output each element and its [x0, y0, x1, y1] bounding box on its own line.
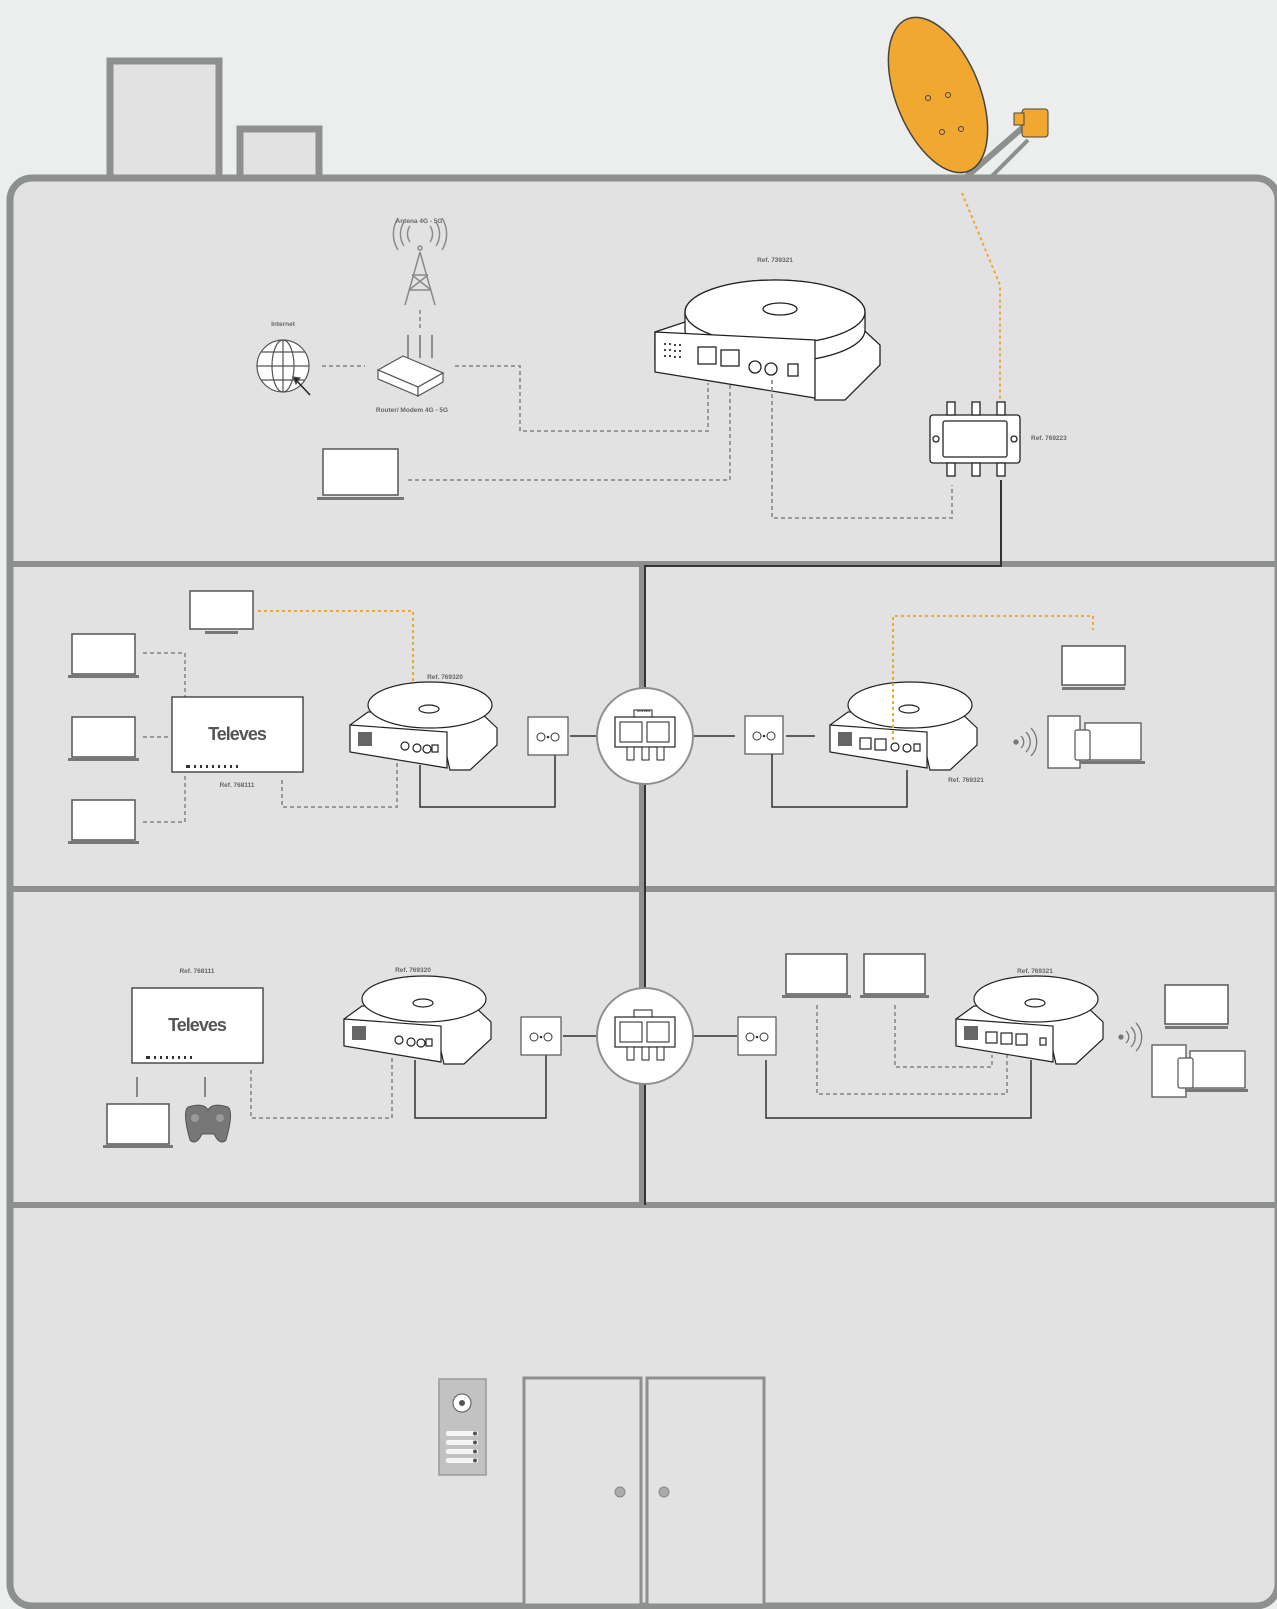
splitter-icon: Televes: [597, 688, 693, 784]
laptop-icon: [68, 717, 139, 761]
brand-logo: Televes: [168, 1015, 227, 1035]
gateway-top-ref: Ref. 739321: [757, 257, 793, 264]
chimney-left: [110, 61, 219, 181]
adapter-f2-right-ref: Ref. 769321: [1017, 968, 1053, 975]
laptop-icon: [860, 954, 929, 998]
wall-outlet-icon: [738, 1017, 776, 1055]
antenna-label: Antena 4G - 5G: [396, 218, 443, 225]
switch-f1-ref: Ref. 768111: [219, 782, 254, 789]
multiswitch-ref: Ref. 769223: [1031, 435, 1067, 442]
chimney-right: [240, 129, 319, 181]
laptop-icon: [103, 1104, 173, 1148]
internet-label: Internet: [271, 321, 296, 328]
satellite-dish-icon: [868, 3, 1048, 187]
wall-outlet-icon: [521, 1017, 561, 1055]
laptop-icon: [317, 449, 404, 500]
switch-f2-ref: Ref. 768111: [179, 968, 214, 975]
wall-outlet-icon: [528, 717, 568, 755]
devices-icon: [1152, 1045, 1248, 1097]
tv-icon: [1062, 646, 1125, 690]
laptop-icon: [68, 800, 139, 844]
network-switch-icon: Televes: [172, 697, 303, 772]
brand-logo: Televes: [208, 724, 267, 744]
adapter-f2-left-ref: Ref. 769320: [395, 967, 431, 974]
laptop-icon: [68, 634, 139, 678]
intercom-panel-icon[interactable]: [439, 1379, 486, 1475]
splitter-icon: [597, 988, 693, 1084]
wall-outlet-icon: [745, 716, 783, 754]
network-switch-icon: Televes: [132, 988, 263, 1063]
adapter-f1-left-ref: Ref. 769320: [427, 674, 463, 681]
tv-icon: [1165, 985, 1228, 1029]
tv-icon: [190, 591, 253, 634]
adapter-f1-right-ref: Ref. 769321: [948, 777, 984, 784]
router-label: Router/ Modem 4G - 5G: [376, 407, 448, 414]
devices-icon: [1048, 716, 1145, 768]
laptop-icon: [782, 954, 851, 998]
